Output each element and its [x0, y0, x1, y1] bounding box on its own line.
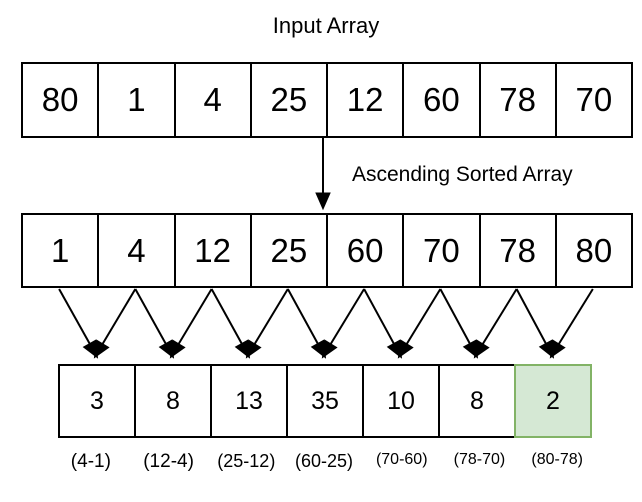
input-array: 80 1 4 25 12 60 78 70 [21, 62, 633, 138]
sorted-array-cell: 70 [402, 213, 481, 288]
sorted-array-cell: 78 [478, 213, 557, 288]
difference-label: (70-60) [375, 451, 428, 468]
difference-label: (12-4) [143, 451, 194, 472]
difference-label: (25-12) [217, 451, 276, 471]
difference-array-cell: 13 [210, 364, 288, 438]
input-array-cell: 70 [554, 62, 633, 138]
sorted-array-cell: 25 [249, 213, 328, 288]
sorted-array: 1 4 12 25 60 70 78 80 [21, 213, 633, 288]
difference-array: 3 8 13 35 10 8 2 [58, 364, 592, 438]
sorted-array-cell: 4 [97, 213, 176, 288]
difference-labels: (4-1) (12-4) (25-12) (60-25) (70-60) (78… [52, 451, 596, 473]
difference-label: (60-25) [295, 451, 354, 471]
input-array-cell: 1 [97, 62, 176, 138]
difference-label: (78-70) [453, 451, 506, 468]
input-array-cell: 12 [326, 62, 405, 138]
input-array-cell: 78 [478, 62, 557, 138]
input-array-cell: 80 [21, 62, 100, 138]
difference-label: (80-78) [531, 451, 583, 468]
input-array-cell: 25 [249, 62, 328, 138]
difference-array-cell-highlighted: 2 [514, 364, 592, 438]
difference-array-cell: 10 [362, 364, 440, 438]
difference-label: (4-1) [70, 451, 111, 472]
sorted-array-label: Ascending Sorted Array [352, 163, 573, 186]
input-array-cell: 4 [173, 62, 252, 138]
difference-array-cell: 35 [286, 364, 364, 438]
sorted-array-cell: 80 [554, 213, 633, 288]
input-array-cell: 60 [402, 62, 481, 138]
difference-array-cell: 8 [438, 364, 516, 438]
difference-array-cell: 8 [134, 364, 212, 438]
sorted-array-cell: 12 [173, 213, 252, 288]
input-array-title: Input Array [272, 13, 380, 38]
sorted-array-cell: 1 [21, 213, 100, 288]
difference-array-cell: 3 [58, 364, 136, 438]
sorted-array-cell: 60 [326, 213, 405, 288]
